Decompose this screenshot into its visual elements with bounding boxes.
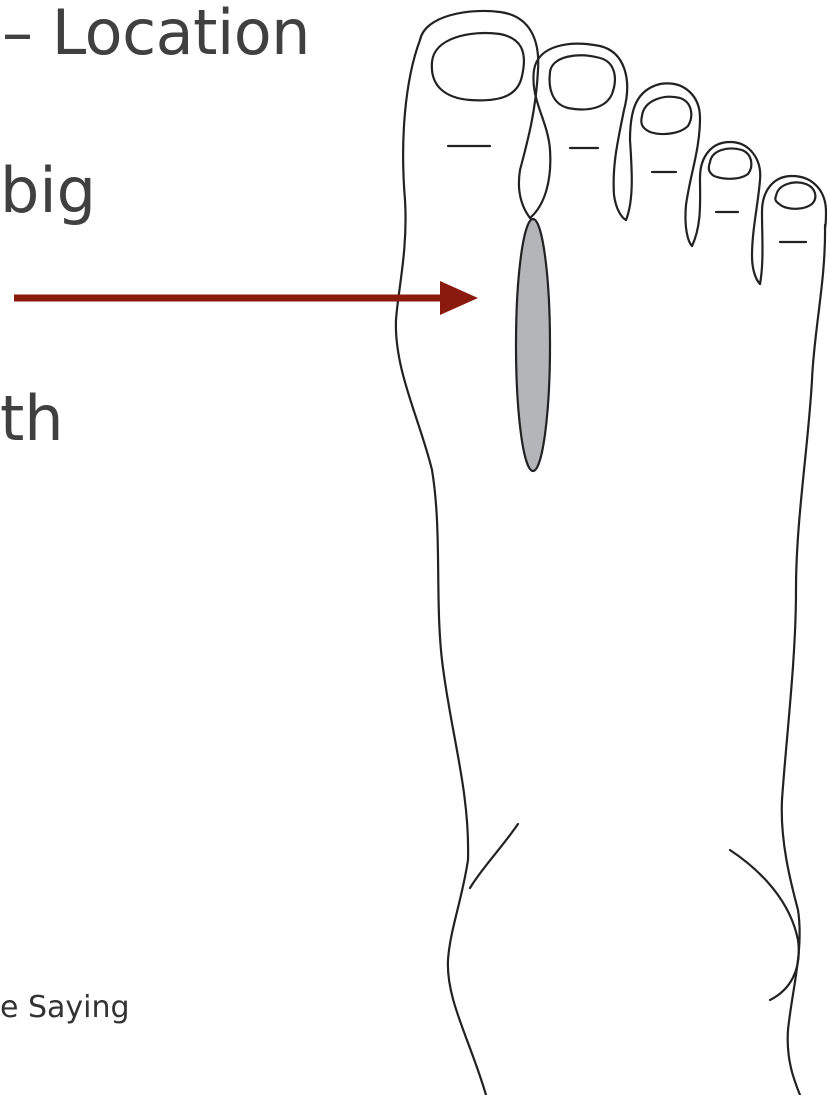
ankle-medial-line bbox=[470, 824, 518, 888]
big-toe-nail bbox=[432, 33, 524, 100]
fifth-toe-outline bbox=[760, 176, 826, 284]
fifth-toe-nail bbox=[775, 183, 815, 209]
third-toe-nail bbox=[641, 97, 691, 134]
pointer-arrow bbox=[14, 281, 478, 315]
highlight-region bbox=[516, 219, 550, 471]
foot-outline-medial bbox=[396, 40, 486, 1095]
foot-outline-lateral bbox=[782, 225, 825, 1095]
second-toe-nail bbox=[550, 55, 615, 109]
fourth-toe-nail bbox=[709, 149, 752, 179]
third-toe-outline bbox=[626, 83, 700, 246]
big-toe-outline bbox=[420, 11, 538, 218]
